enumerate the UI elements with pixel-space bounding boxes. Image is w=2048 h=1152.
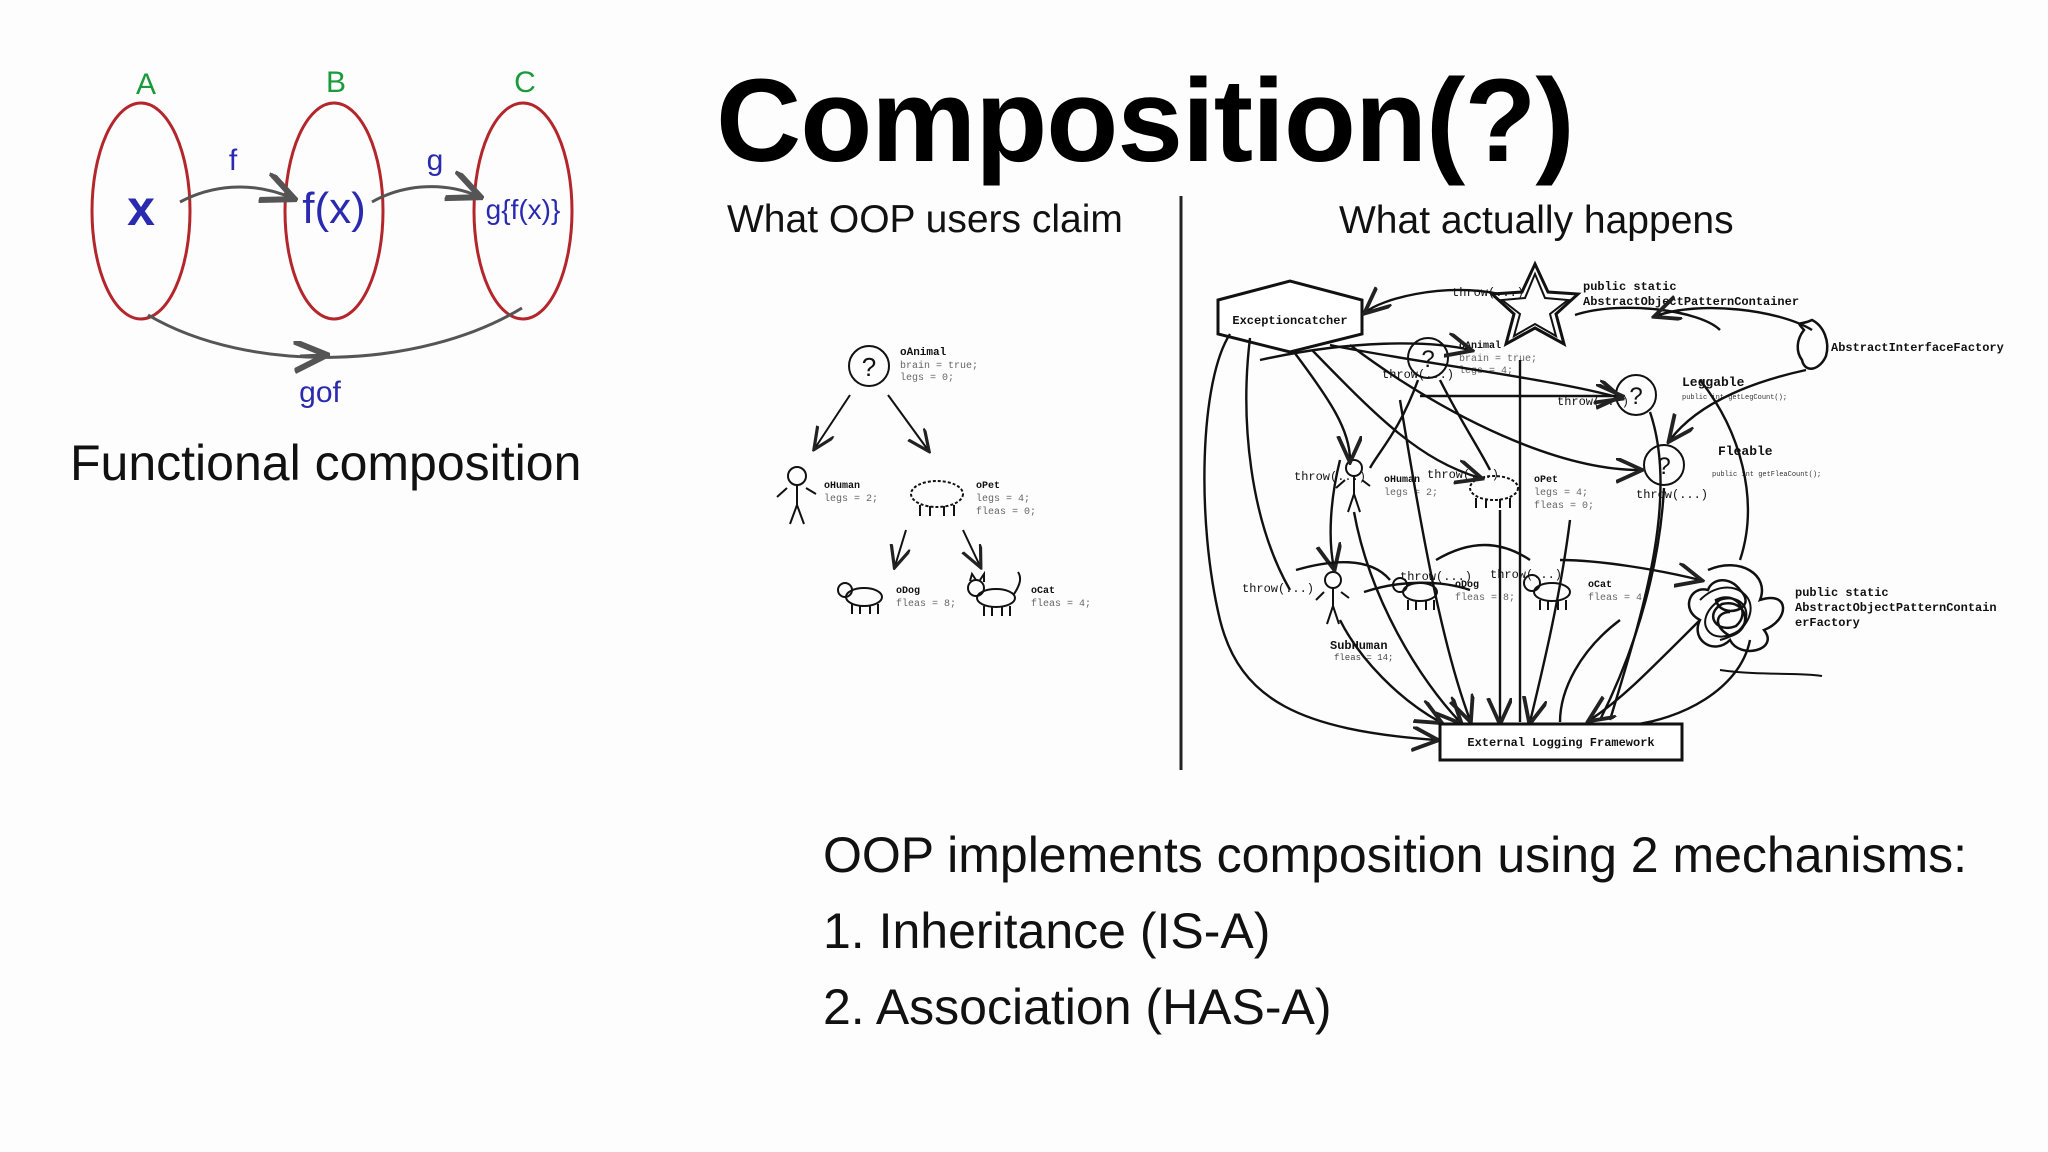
exception-catcher-label: Exceptioncatcher	[1232, 314, 1347, 328]
container-label-2: AbstractObjectPatternContainer	[1583, 295, 1799, 309]
element-gfx: g{f(x)}	[486, 194, 561, 225]
chaos-ocat-node: oCat fleas = 4;	[1523, 574, 1648, 610]
opet-name: oPet	[976, 481, 1000, 492]
arrow-gof-label: gof	[299, 376, 341, 409]
opet-prop-1: legs = 4;	[976, 493, 1030, 505]
chaos-ohuman-name: oHuman	[1384, 475, 1420, 486]
opet-prop-2: fleas = 0;	[976, 506, 1036, 518]
chaos-subhuman-node: SubHuman fleas = 14;	[1315, 571, 1393, 663]
set-b-label: B	[326, 66, 346, 99]
chaos-oanimal-name: oAnimal	[1459, 340, 1501, 352]
throw-label-9: throw(...)	[1490, 568, 1562, 582]
interface-factory-node: AbstractInterfaceFactory	[1796, 318, 2004, 370]
element-fx: f(x)	[302, 184, 366, 233]
set-a-ellipse	[90, 101, 192, 321]
node-opet: oPet legs = 4; fleas = 0;	[910, 480, 1036, 518]
logging-framework-node: External Logging Framework	[1438, 722, 1684, 762]
chaos-opet-name: oPet	[1534, 475, 1558, 486]
oanimal-name: oAnimal	[900, 347, 947, 359]
set-c-label: C	[514, 66, 536, 99]
container-label-1: public static	[1583, 280, 1677, 294]
node-ohuman: oHuman legs = 2;	[776, 466, 878, 525]
chaos-oanimal-prop-1: brain = true;	[1459, 353, 1537, 365]
ohuman-name: oHuman	[824, 481, 860, 492]
chaos-odog-name: oDog	[1455, 580, 1479, 591]
throw-label-2: throw(...)	[1382, 368, 1454, 382]
slide-title: Composition(?)	[716, 55, 1575, 187]
tangled-arrows	[1203, 290, 1813, 740]
leggable-method: public int getLegCount();	[1682, 394, 1787, 402]
node-odog: oDog fleas = 8;	[837, 582, 956, 614]
throw-label-8: throw(...)	[1400, 570, 1472, 584]
fleable-method: public int getFleaCount();	[1712, 471, 1821, 479]
pattern-factory-label-2: AbstractObjectPatternContain	[1795, 601, 1997, 615]
pattern-factory-label-3: erFactory	[1795, 616, 1860, 630]
edge-animal-human	[815, 394, 851, 448]
exception-catcher-node: Exceptioncatcher	[1216, 279, 1364, 354]
interface-factory-label: AbstractInterfaceFactory	[1831, 341, 2004, 355]
container-star-node: public static AbstractObjectPatternConta…	[1488, 260, 1799, 348]
chaos-opet-node: oPet legs = 4; fleas = 0;	[1469, 475, 1594, 512]
edge-pet-cat	[963, 529, 980, 566]
arrow-f-label: f	[229, 144, 238, 177]
edge-pet-dog	[895, 529, 906, 566]
arrow-gof-head	[300, 355, 324, 356]
bullet-inheritance: 1. Inheritance (IS-A)	[823, 903, 1271, 959]
node-ocat: oCat fleas = 4;	[967, 570, 1091, 616]
pattern-factory-label-1: public static	[1795, 586, 1889, 600]
oanimal-prop-1: brain = true;	[900, 360, 978, 372]
arrow-f	[179, 187, 292, 204]
fleable-node: ? Fleable public int getFleaCount();	[1643, 444, 1821, 486]
arrow-g	[371, 187, 478, 204]
svg-text:?: ?	[1629, 383, 1642, 410]
arrow-g-label: g	[427, 144, 444, 177]
svg-text:?: ?	[1421, 346, 1434, 373]
edge-animal-pet	[887, 394, 928, 450]
chaos-ohuman-node: oHuman legs = 2;	[1335, 459, 1438, 513]
chaos-opet-prop-2: fleas = 0;	[1534, 500, 1594, 512]
actual-heading: What actually happens	[1339, 199, 1734, 242]
element-x: x	[127, 180, 155, 236]
node-oanimal: ? oAnimal brain = true; legs = 0;	[848, 345, 978, 387]
chaos-ocat-name: oCat	[1588, 580, 1612, 591]
set-b-ellipse	[283, 101, 385, 321]
claim-heading: What OOP users claim	[727, 198, 1123, 241]
ohuman-prop-1: legs = 2;	[824, 493, 878, 505]
pattern-factory-scribble: public static AbstractObjectPatternConta…	[1687, 564, 1997, 677]
bullet-association: 2. Association (HAS-A)	[823, 979, 1332, 1035]
throw-label-7: throw(...)	[1242, 582, 1314, 596]
logging-framework-label: External Logging Framework	[1467, 736, 1654, 750]
svg-text:?: ?	[862, 352, 876, 382]
bullet-mechanisms-intro: OOP implements composition using 2 mecha…	[823, 827, 1967, 883]
functional-composition-label: Functional composition	[70, 435, 582, 491]
leggable-label: Leggable	[1682, 375, 1745, 390]
chaos-odog-prop: fleas = 8;	[1455, 592, 1515, 604]
ocat-prop-1: fleas = 4;	[1031, 598, 1091, 610]
fleable-label: Fleable	[1718, 444, 1773, 459]
chaos-ohuman-prop: legs = 2;	[1384, 487, 1438, 499]
chaos-opet-prop-1: legs = 4;	[1534, 487, 1588, 499]
ocat-name: oCat	[1031, 586, 1055, 597]
chaos-ocat-prop: fleas = 4;	[1588, 592, 1648, 604]
set-c-ellipse	[472, 101, 574, 321]
oanimal-prop-2: legs = 0;	[900, 372, 954, 384]
throw-label-6: throw(...)	[1636, 488, 1708, 502]
throw-label-4: throw(...)	[1294, 470, 1366, 484]
subhuman-label: SubHuman	[1330, 639, 1388, 653]
arrow-gof	[147, 306, 523, 359]
throw-label-5: throw(...)	[1427, 468, 1499, 482]
set-a-label: A	[136, 68, 156, 101]
odog-prop-1: fleas = 8;	[896, 598, 956, 610]
odog-name: oDog	[896, 586, 920, 597]
